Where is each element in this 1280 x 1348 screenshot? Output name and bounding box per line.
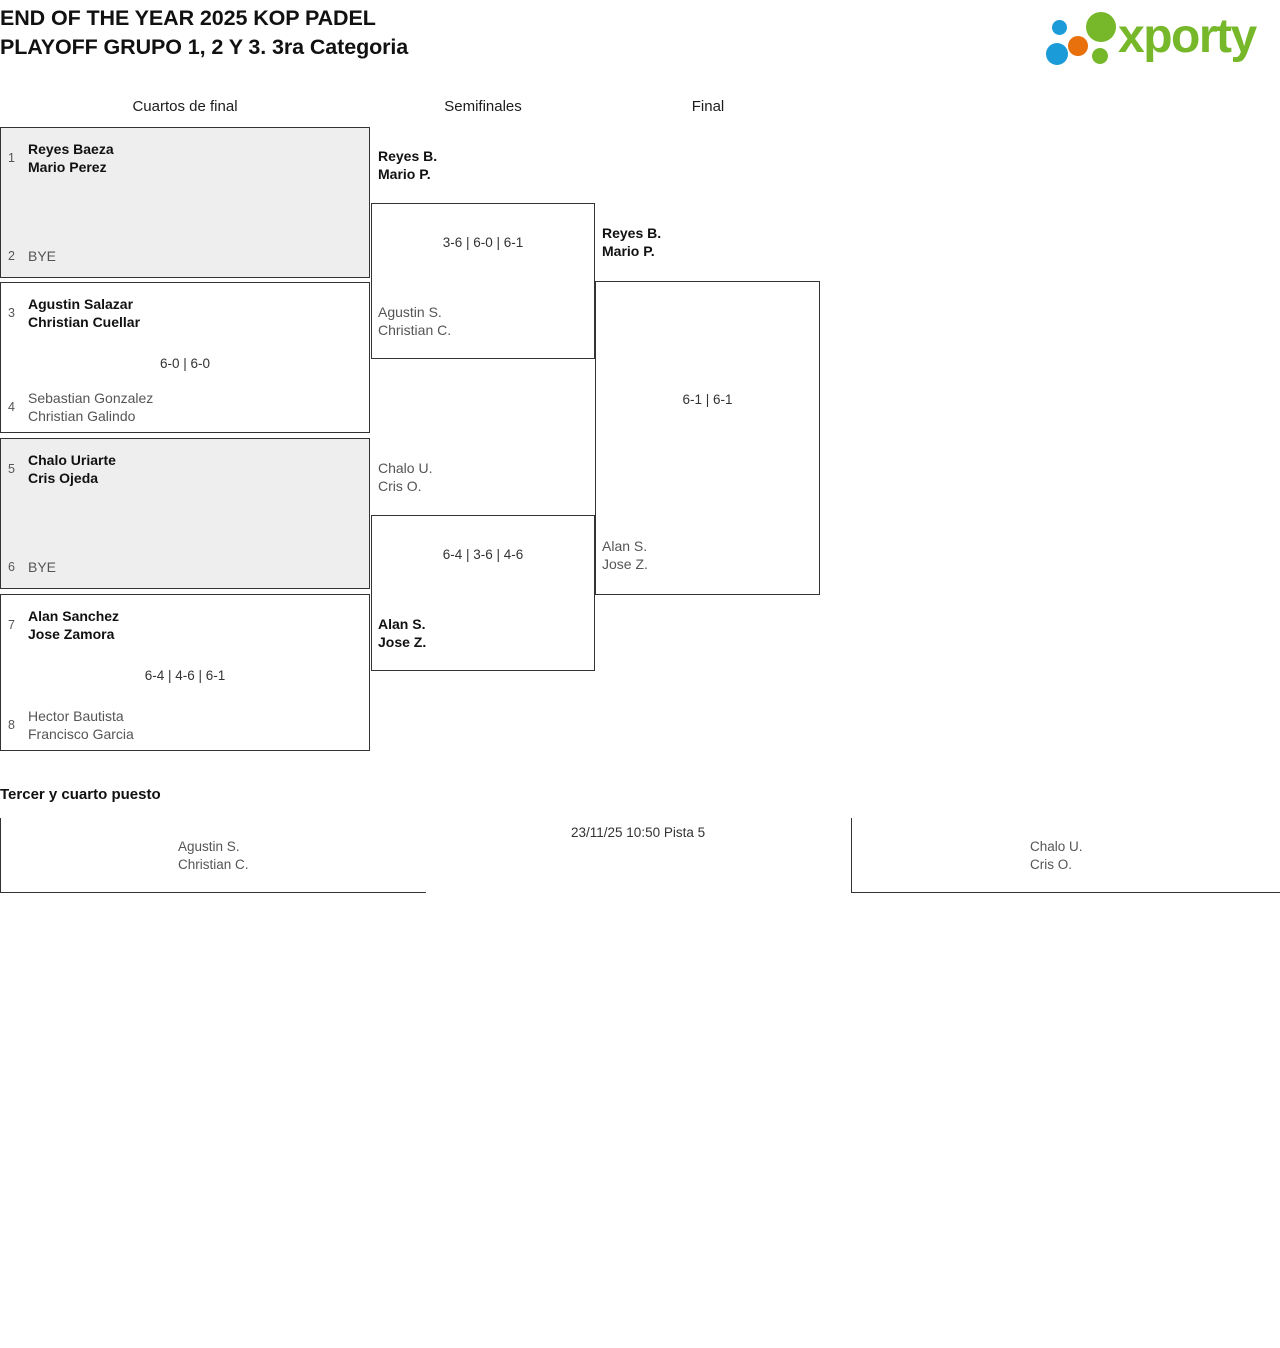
qf2-bottom-players: Sebastian Gonzalez Christian Galindo <box>28 389 154 424</box>
qf2-slot-bottom[interactable]: 4 Sebastian Gonzalez Christian Galindo <box>1 387 369 427</box>
qf4-top-players: Alan Sanchez Jose Zamora <box>28 607 120 642</box>
qf4-bottom-players: Hector Bautista Francisco Garcia <box>28 707 134 742</box>
qf1-bottom-seed: 2 <box>8 249 15 263</box>
qf2-bottom-seed: 4 <box>8 400 15 414</box>
match-quarterfinal-1[interactable]: 1 Reyes Baeza Mario Perez 2 BYE <box>0 127 370 278</box>
qf2-score: 6-0 | 6-0 <box>159 356 211 371</box>
qf4-top-seed: 7 <box>8 618 15 632</box>
round-header-final: Final <box>691 98 725 115</box>
logo-dot-green-small-icon <box>1092 48 1108 64</box>
page-header: END OF THE YEAR 2025 KOP PADEL PLAYOFF G… <box>0 0 1280 90</box>
xporty-logo: xporty <box>1032 6 1272 68</box>
qf1-bottom-players: BYE <box>28 247 57 264</box>
round-header-semifinals: Semifinales <box>444 98 522 115</box>
qf3-top-seed: 5 <box>8 462 15 476</box>
final-top-players: Reyes B. Mario P. <box>602 225 662 260</box>
round-header-quarterfinals: Cuartos de final <box>132 98 238 115</box>
qf2-top-players: Agustin Salazar Christian Cuellar <box>28 295 141 330</box>
sf2-bottom-players: Alan S. Jose Z. <box>378 616 427 651</box>
sf2-top-players: Chalo U. Cris O. <box>378 460 433 495</box>
match-quarterfinal-3[interactable]: 5 Chalo Uriarte Cris Ojeda 6 BYE <box>0 438 370 589</box>
third-place-right-team: Chalo U. Cris O. <box>1030 839 1083 872</box>
third-place-title: Tercer y cuarto puesto <box>0 786 161 803</box>
qf4-score: 6-4 | 4-6 | 6-1 <box>144 668 226 683</box>
qf2-slot-top[interactable]: 3 Agustin Salazar Christian Cuellar <box>1 293 369 333</box>
match-final[interactable]: 6-1 | 6-1 <box>595 281 820 595</box>
sf1-bottom-players: Agustin S. Christian C. <box>378 304 452 339</box>
third-place-left-team: Agustin S. Christian C. <box>178 839 249 872</box>
third-place-right-box[interactable] <box>851 818 1280 893</box>
final-score: 6-1 | 6-1 <box>682 392 733 407</box>
qf1-top-players: Reyes Baeza Mario Perez <box>28 140 114 175</box>
qf4-slot-top[interactable]: 7 Alan Sanchez Jose Zamora <box>1 605 369 645</box>
qf4-bottom-seed: 8 <box>8 718 15 732</box>
qf4-slot-bottom[interactable]: 8 Hector Bautista Francisco Garcia <box>1 705 369 745</box>
qf3-bottom-seed: 6 <box>8 560 15 574</box>
logo-wordmark: xporty <box>1118 10 1257 63</box>
logo-dots-icon <box>1044 10 1116 68</box>
logo-dot-blue-large-icon <box>1046 43 1068 65</box>
qf3-bottom-players: BYE <box>28 558 57 575</box>
sf2-score: 6-4 | 3-6 | 4-6 <box>442 547 524 562</box>
third-place-datetime: 23/11/25 10:50 Pista 5 <box>571 825 706 840</box>
qf1-top-seed: 1 <box>8 151 15 165</box>
logo-dot-blue-small-icon <box>1052 20 1067 35</box>
match-semifinal-1[interactable]: 3-6 | 6-0 | 6-1 <box>371 203 595 359</box>
qf1-slot-top[interactable]: 1 Reyes Baeza Mario Perez <box>1 138 369 178</box>
logo-dot-green-large-icon <box>1086 12 1116 42</box>
qf2-top-seed: 3 <box>8 306 15 320</box>
page-title: END OF THE YEAR 2025 KOP PADEL PLAYOFF G… <box>0 6 409 59</box>
logo-dot-orange-icon <box>1068 36 1088 56</box>
sf1-score: 3-6 | 6-0 | 6-1 <box>442 235 524 250</box>
final-bottom-players: Alan S. Jose Z. <box>602 538 648 573</box>
sf1-top-players: Reyes B. Mario P. <box>378 148 438 183</box>
qf3-slot-top[interactable]: 5 Chalo Uriarte Cris Ojeda <box>1 449 369 489</box>
match-quarterfinal-4[interactable]: 7 Alan Sanchez Jose Zamora 6-4 | 4-6 | 6… <box>0 594 370 751</box>
match-semifinal-2[interactable]: 6-4 | 3-6 | 4-6 <box>371 515 595 671</box>
qf3-top-players: Chalo Uriarte Cris Ojeda <box>28 451 116 486</box>
qf3-slot-bottom[interactable]: 6 BYE <box>1 557 369 577</box>
third-place-left-box[interactable] <box>0 818 426 893</box>
qf1-slot-bottom[interactable]: 2 BYE <box>1 246 369 266</box>
match-quarterfinal-2[interactable]: 3 Agustin Salazar Christian Cuellar 6-0 … <box>0 282 370 433</box>
